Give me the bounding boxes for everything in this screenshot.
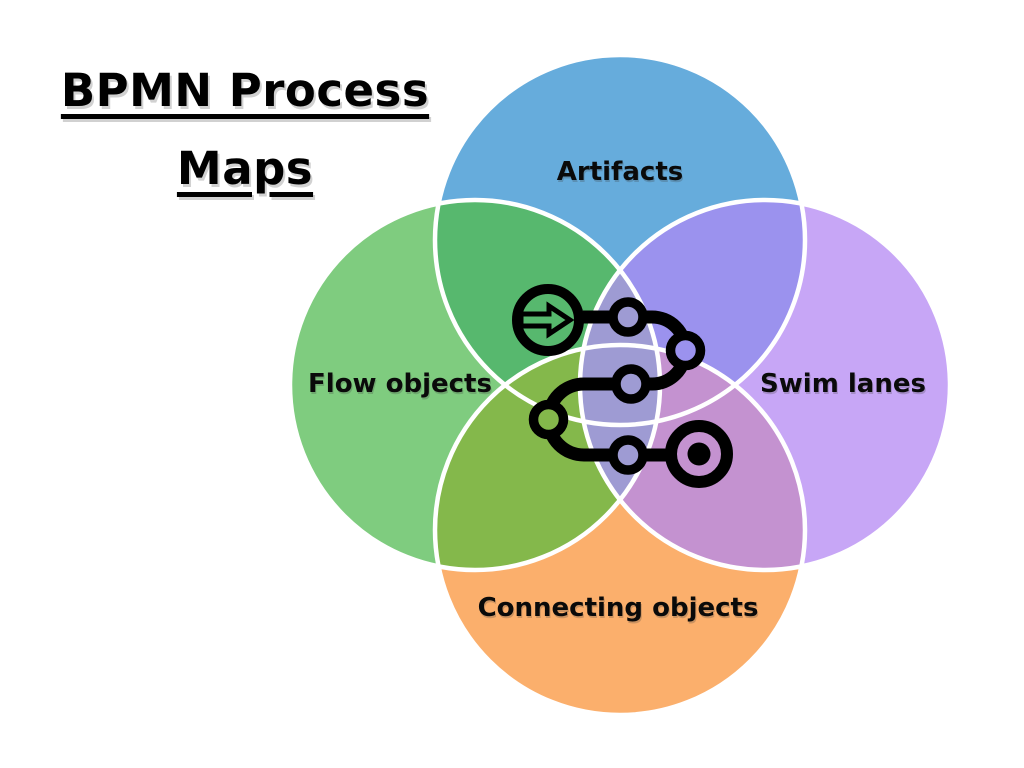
label-swim-lanes: Swim lanes <box>760 369 926 399</box>
label-flow-objects: Flow objects <box>308 369 492 399</box>
start-arrow-icon <box>518 301 575 339</box>
flow-node-3 <box>611 364 651 404</box>
bpmn-process-flow-icon <box>512 284 733 488</box>
label-artifacts: Artifacts <box>556 157 684 187</box>
flow-node-1 <box>608 297 648 337</box>
page-title-line2: Maps <box>176 142 314 195</box>
start-event-icon <box>512 284 584 356</box>
page-title: BPMN Process Maps <box>28 52 462 208</box>
top-circle-outline <box>432 52 808 428</box>
page-title-line1: BPMN Process <box>60 64 430 117</box>
bottom-circle-outline <box>432 342 808 718</box>
label-connecting-objects: Connecting objects <box>477 593 759 623</box>
flow-node-4 <box>528 399 569 440</box>
flow-node-5 <box>608 435 648 475</box>
end-event-dot <box>687 442 711 466</box>
flow-node-2 <box>665 330 706 371</box>
